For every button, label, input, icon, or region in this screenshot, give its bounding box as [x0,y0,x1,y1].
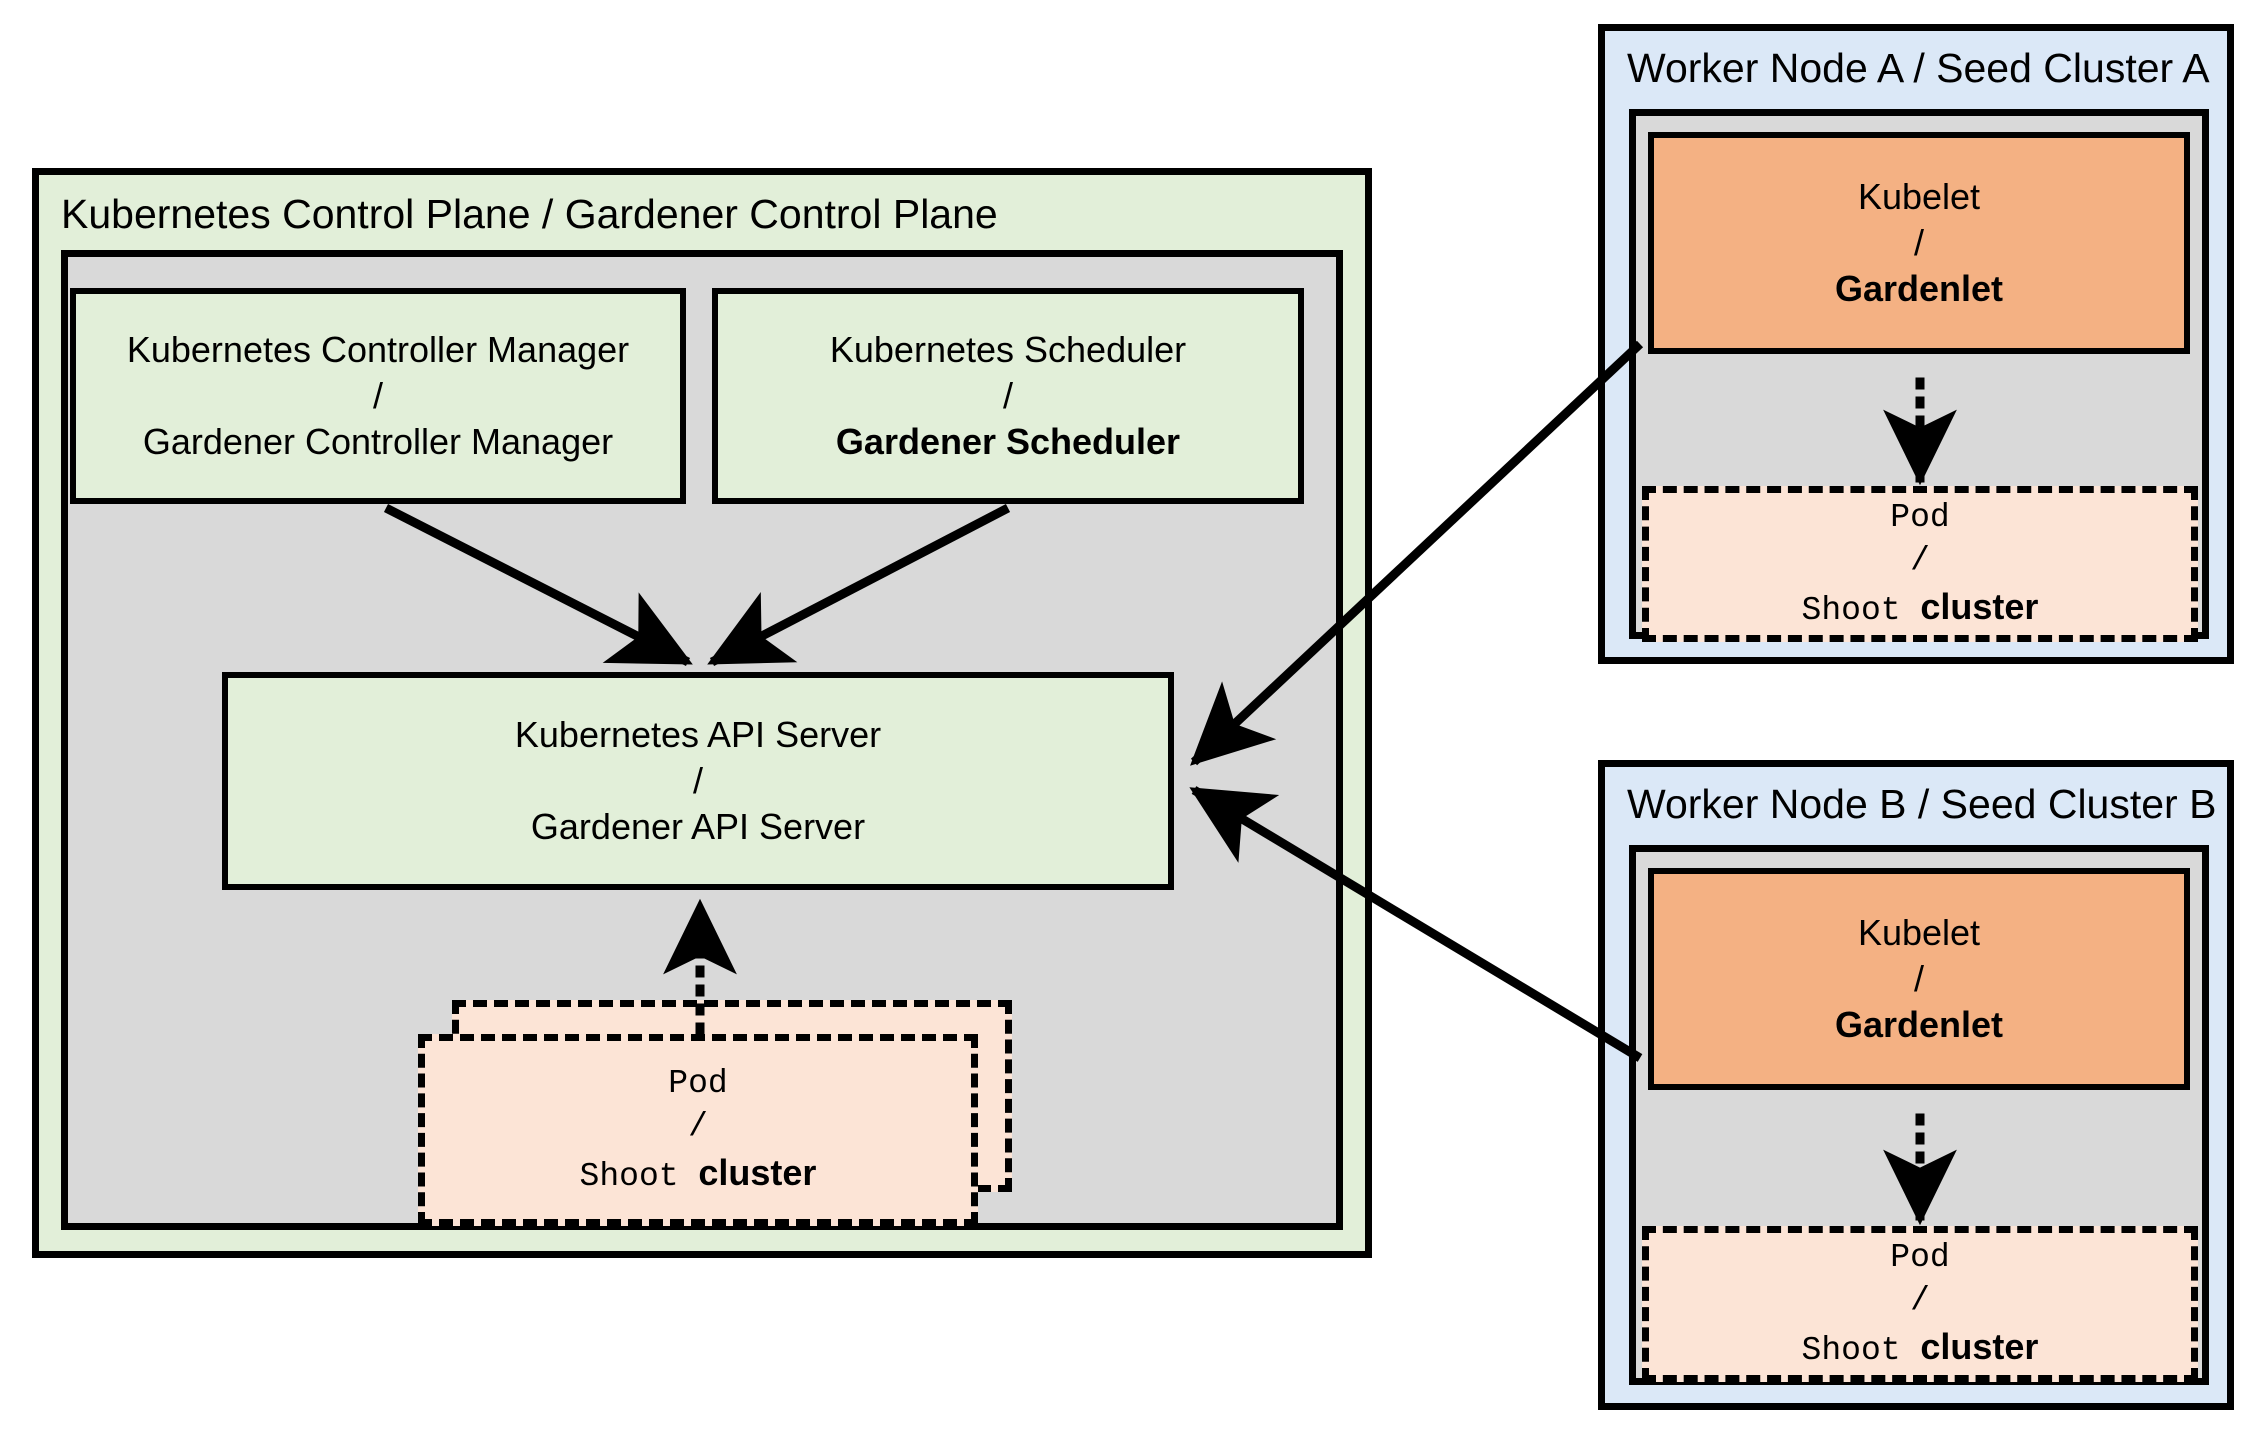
scheduler-line1: Kubernetes Scheduler [829,328,1187,370]
gardenlet-b-separator: / [1913,957,1924,999]
gardenlet-b-line2: Gardenlet [1834,1004,2004,1046]
api-server-line1: Kubernetes API Server [514,713,882,755]
control-plane-pod-shoot-text: Shoot [579,1157,699,1195]
control-plane-pod-line1: Pod [668,1064,728,1102]
pod-b-separator: / [1910,1282,1930,1320]
controller-manager-line2: Gardener Controller Manager [142,421,614,463]
pod-a-shoot-text: Shoot [1801,591,1921,629]
pod-b-cluster-text: cluster [1920,1325,2039,1367]
kubernetes-scheduler-box[interactable]: Kubernetes Scheduler / Gardener Schedule… [712,288,1304,504]
pod-a-cluster-text: cluster [1920,585,2039,627]
pod-b-shoot-text: Shoot [1801,1331,1921,1369]
pod-a-line2: Shoot cluster [1802,583,2039,633]
pod-b-line2: Shoot cluster [1802,1323,2039,1373]
pod-a-line1: Pod [1890,498,1950,536]
control-plane-pod-separator: / [688,1108,708,1146]
pod-a-box[interactable]: Pod / Shoot cluster [1642,486,2198,642]
control-plane-pod-cluster-text: cluster [698,1151,817,1193]
gardenlet-a-separator: / [1913,221,1924,263]
pod-a-separator: / [1910,542,1930,580]
api-server-line2: Gardener API Server [530,806,866,848]
gardenlet-a-line2: Gardenlet [1834,268,2004,310]
controller-manager-separator: / [372,374,383,416]
pod-b-box[interactable]: Pod / Shoot cluster [1642,1226,2198,1382]
control-plane-title: Kubernetes Control Plane / Gardener Cont… [61,191,998,237]
worker-node-b-title: Worker Node B / Seed Cluster B [1627,781,2217,827]
kubernetes-api-server-box[interactable]: Kubernetes API Server / Gardener API Ser… [222,672,1174,890]
api-server-separator: / [692,759,703,801]
control-plane-pod-box[interactable]: Pod / Shoot cluster [418,1034,978,1226]
kubelet-gardenlet-b-box[interactable]: Kubelet / Gardenlet [1648,868,2190,1090]
controller-manager-line1: Kubernetes Controller Manager [126,328,630,370]
gardenlet-b-line1: Kubelet [1857,911,1981,953]
gardenlet-a-line1: Kubelet [1857,175,1981,217]
scheduler-line2: Gardener Scheduler [835,421,1181,463]
worker-node-a-title: Worker Node A / Seed Cluster A [1627,45,2210,91]
kubernetes-controller-manager-box[interactable]: Kubernetes Controller Manager / Gardener… [70,288,686,504]
pod-b-line1: Pod [1890,1238,1950,1276]
scheduler-separator: / [1002,374,1013,416]
control-plane-pod-line2: Shoot cluster [580,1149,817,1199]
kubelet-gardenlet-a-box[interactable]: Kubelet / Gardenlet [1648,132,2190,354]
